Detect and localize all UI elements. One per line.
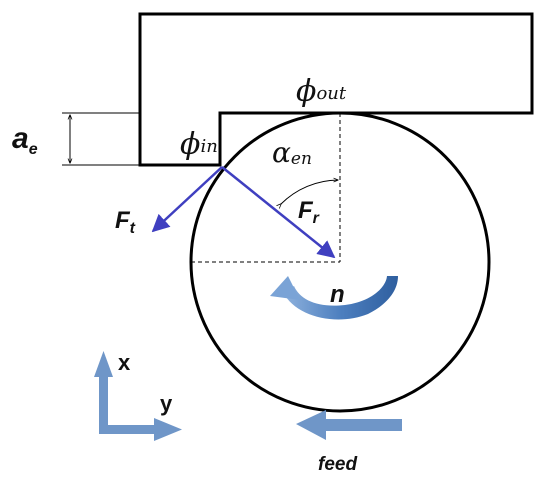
ft-label: Ft xyxy=(115,207,136,237)
rotation-n-label: n xyxy=(330,281,345,308)
axis-x-label: x xyxy=(118,350,131,375)
ae-label: ae xyxy=(12,122,38,158)
left-arrow-icon xyxy=(296,410,402,440)
phi-in-label: ϕin xyxy=(180,127,218,162)
ft-vector xyxy=(151,166,223,233)
axis-y-label: y xyxy=(160,391,173,416)
feed-label: feed xyxy=(318,454,357,475)
alpha-en-arc xyxy=(281,180,338,204)
fr-vector xyxy=(221,166,336,259)
fr-label: Fr xyxy=(298,197,320,227)
xy-axes-arrows-icon xyxy=(94,351,182,441)
phi-out-label: ϕout xyxy=(296,74,347,109)
curved-arrow-icon xyxy=(270,276,398,320)
alpha-en-label: αen xyxy=(272,136,312,169)
